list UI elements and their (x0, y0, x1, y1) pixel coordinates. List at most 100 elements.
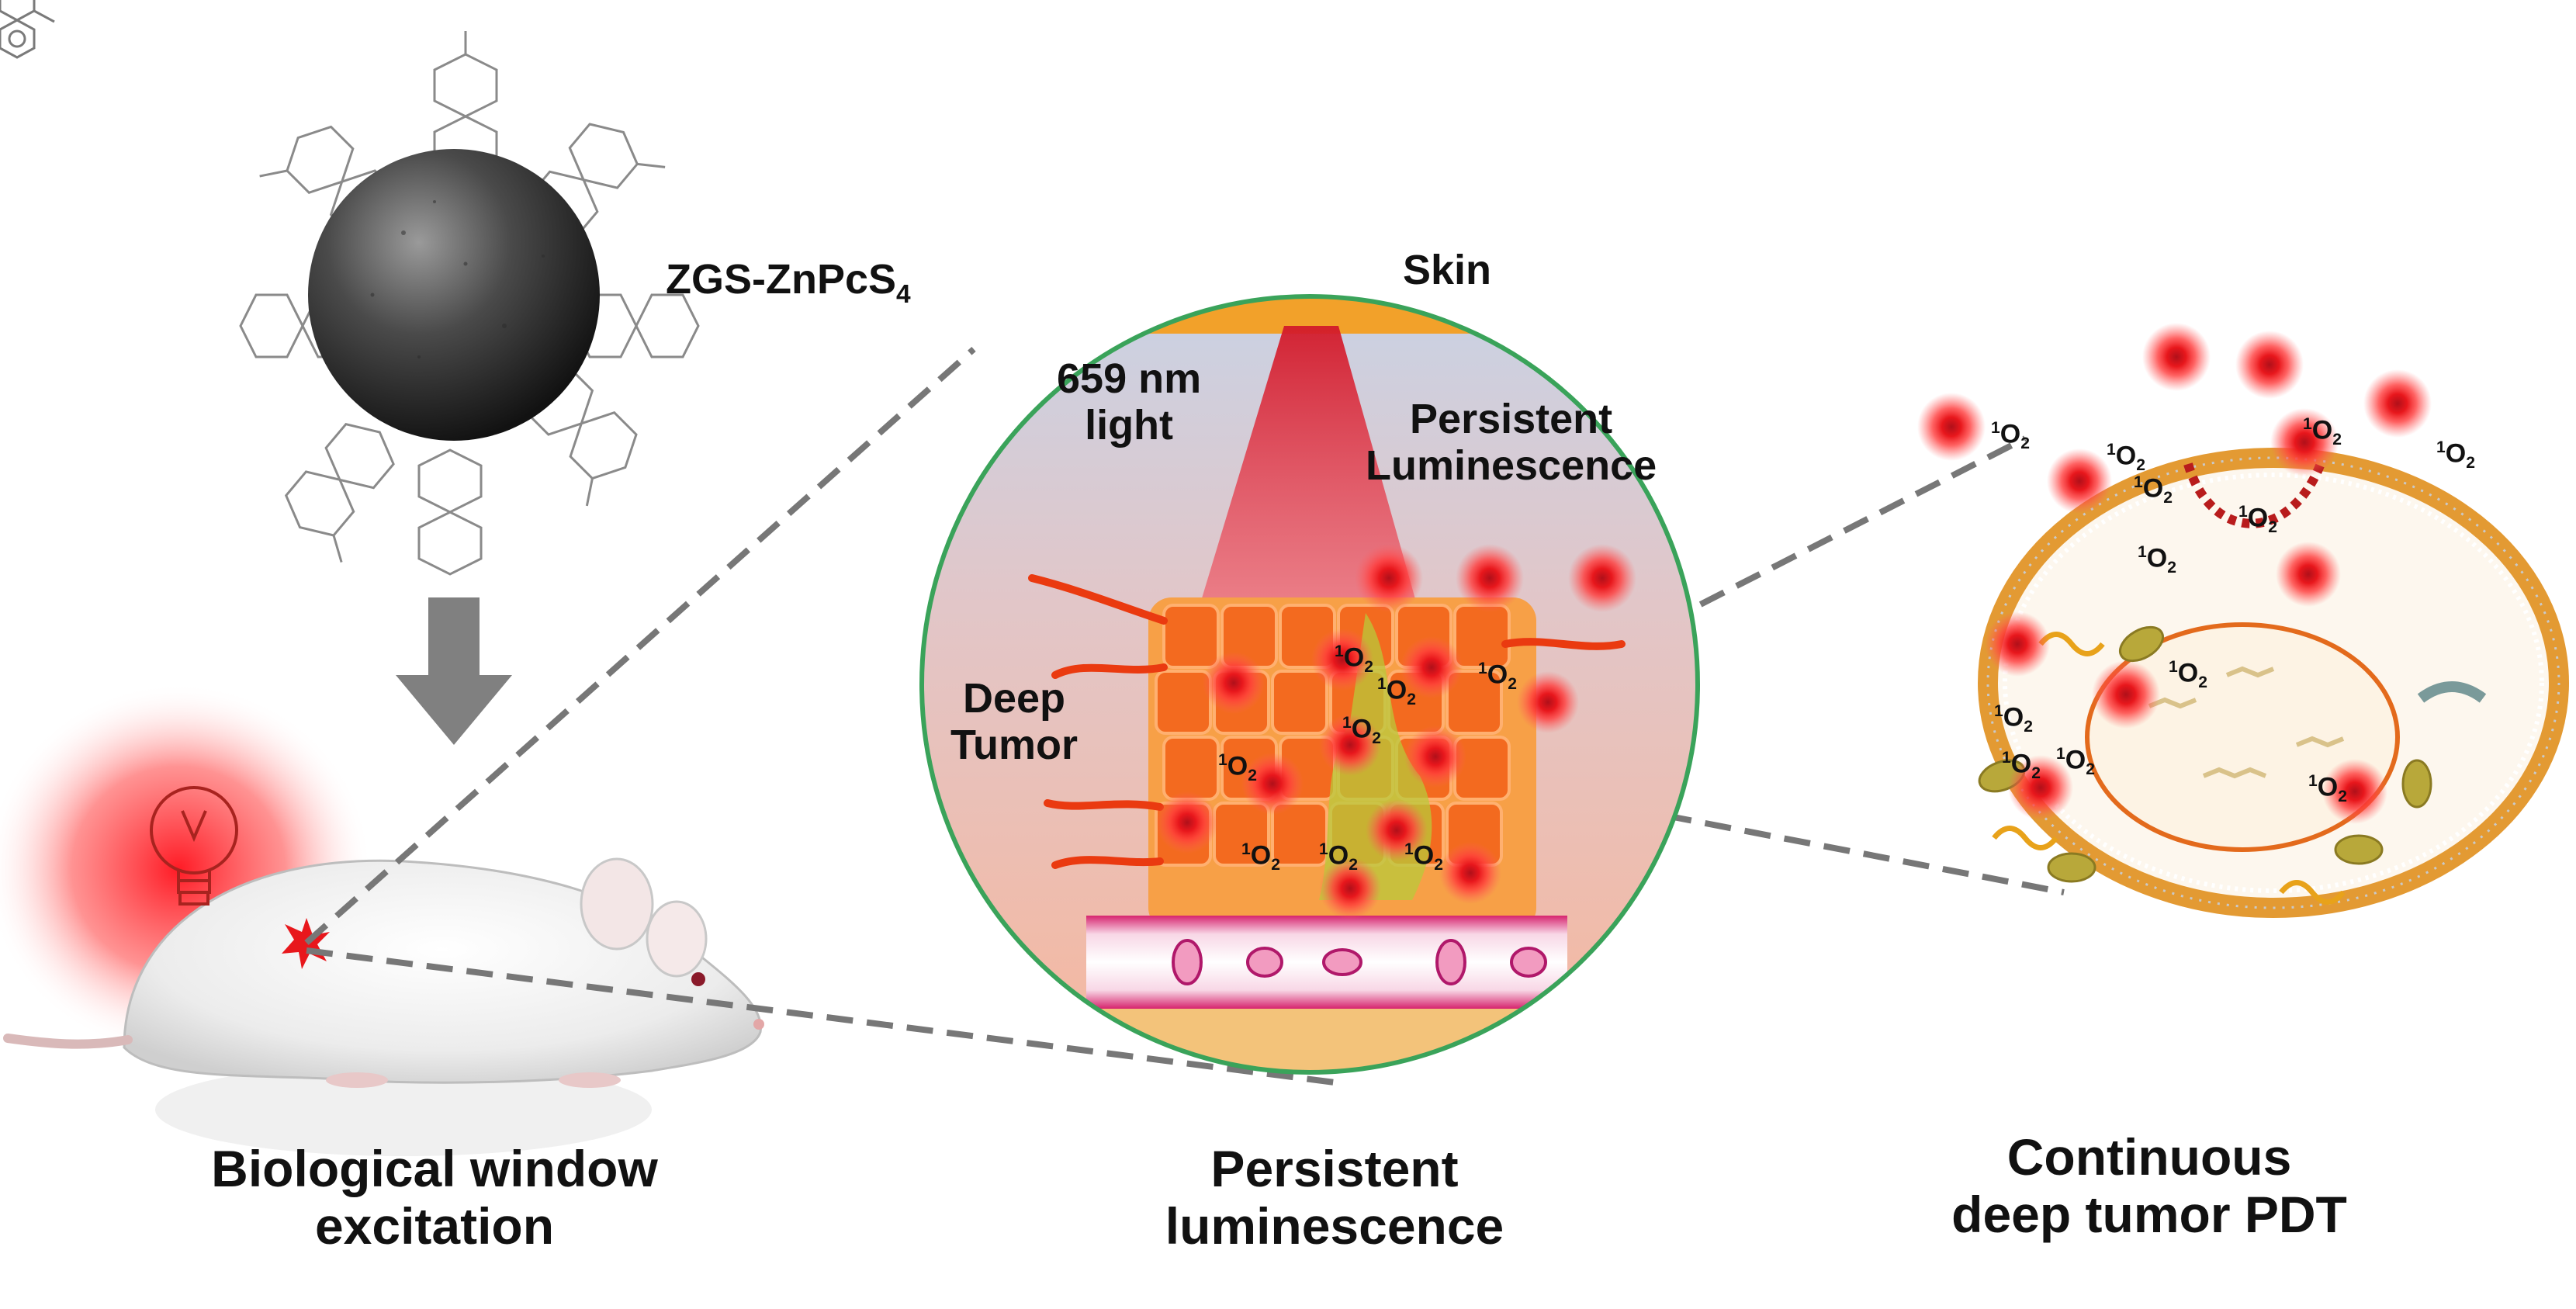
singlet-oxygen-sup: 1 (1335, 642, 1344, 660)
persistent-label-line2: Luminescence (1366, 442, 1657, 490)
singlet-oxygen-base: O (2000, 419, 2021, 449)
singlet-oxygen-sub: 2 (2163, 489, 2173, 507)
singlet-oxygen-sub: 2 (1349, 856, 1358, 874)
singlet-oxygen-sup: 1 (1991, 419, 2000, 437)
nanoparticle-ligands (0, 0, 55, 59)
singlet-oxygen-label: 1O2 (1994, 702, 2033, 736)
singlet-oxygen-sup: 1 (1218, 751, 1227, 769)
singlet-oxygen-sup: 1 (2308, 772, 2318, 790)
singlet-oxygen-sub: 2 (2332, 431, 2342, 449)
nanoparticle-label-text: ZGS-ZnPcS (666, 256, 897, 303)
singlet-oxygen-sup: 1 (1319, 840, 1328, 858)
singlet-oxygen-base: O (2445, 438, 2467, 469)
singlet-oxygen-sup: 1 (2056, 745, 2065, 763)
singlet-oxygen-base: O (2317, 772, 2339, 802)
singlet-oxygen-sub: 2 (2136, 456, 2145, 475)
singlet-oxygen-base: O (2311, 415, 2333, 445)
singlet-oxygen-sub: 2 (1364, 658, 1373, 677)
caption-excitation-line1: Biological window (211, 1140, 658, 1197)
singlet-oxygen-label: 1O2 (2308, 772, 2347, 806)
singlet-oxygen-label: 1O2 (1342, 714, 1381, 748)
singlet-oxygen-label: 1O2 (1377, 675, 1416, 709)
singlet-oxygen-label: 1O2 (2107, 441, 2145, 475)
singlet-oxygen-label: 1O2 (2238, 503, 2277, 537)
light-label: 659 nm light (1057, 355, 1201, 449)
singlet-oxygen-sub: 2 (2198, 674, 2207, 692)
persistent-label-line1: Persistent (1410, 396, 1613, 442)
singlet-oxygen-label: 1O2 (1991, 419, 2030, 453)
luminescent-particles-tissue (1156, 544, 1636, 919)
singlet-oxygen-base: O (1487, 660, 1508, 690)
singlet-oxygen-label: 1O2 (2303, 415, 2342, 449)
singlet-oxygen-base: O (2065, 745, 2086, 775)
singlet-oxygen-sup: 1 (2107, 441, 2116, 459)
singlet-oxygen-sub: 2 (2268, 518, 2277, 537)
caption-pdt: Continuous deep tumor PDT (1951, 1128, 2347, 1244)
caption-excitation-line2: excitation (314, 1196, 555, 1255)
singlet-oxygen-base: O (2003, 702, 2024, 732)
singlet-oxygen-sub: 2 (1271, 856, 1280, 874)
singlet-oxygen-sup: 1 (2134, 473, 2143, 491)
singlet-oxygen-sup: 1 (1241, 840, 1251, 858)
light-label-line2: light (1085, 402, 1174, 449)
deep-tumor-label: Deep Tumor (950, 675, 1078, 769)
singlet-oxygen-sub: 2 (1434, 856, 1443, 874)
singlet-oxygen-sup: 1 (1478, 660, 1487, 677)
down-arrow (396, 597, 512, 745)
singlet-oxygen-label: 1O2 (1335, 642, 1373, 677)
singlet-oxygen-sub: 2 (1372, 729, 1381, 748)
caption-excitation: Biological window excitation (211, 1140, 658, 1255)
singlet-oxygen-base: O (2115, 441, 2137, 471)
singlet-oxygen-label: 1O2 (1218, 751, 1257, 785)
singlet-oxygen-base: O (1250, 840, 1272, 871)
singlet-oxygen-sup: 1 (2002, 749, 2011, 767)
singlet-oxygen-sub: 2 (1407, 691, 1416, 709)
luminescent-particles-cell (1917, 323, 2432, 824)
singlet-oxygen-label: 1O2 (2002, 749, 2041, 783)
singlet-oxygen-label: 1O2 (2056, 745, 2095, 779)
singlet-oxygen-sub: 2 (2167, 559, 2176, 577)
singlet-oxygen-label: 1O2 (2169, 658, 2207, 692)
singlet-oxygen-sup: 1 (1404, 840, 1414, 858)
deep-label-line1: Deep (962, 675, 1066, 722)
singlet-oxygen-sup: 1 (2303, 415, 2312, 433)
singlet-oxygen-sup: 1 (2138, 543, 2147, 561)
skin-label: Skin (1403, 247, 1492, 293)
singlet-oxygen-base: O (1227, 751, 1248, 781)
singlet-oxygen-base: O (1343, 642, 1365, 673)
nanoparticle-label-subscript: 4 (896, 279, 911, 309)
caption-pdt-line1: Continuous (2006, 1128, 2292, 1186)
singlet-oxygen-label: 1O2 (2436, 438, 2475, 473)
singlet-oxygen-base: O (2247, 503, 2269, 533)
singlet-oxygen-sup: 1 (1377, 675, 1387, 693)
singlet-oxygen-base: O (1328, 840, 1349, 871)
caption-luminescence-line2: luminescence (1165, 1196, 1504, 1255)
singlet-oxygen-sub: 2 (2031, 764, 2041, 783)
singlet-oxygen-sub: 2 (2024, 718, 2033, 736)
persistent-luminescence-label: Persistent Luminescence (1366, 396, 1657, 490)
singlet-oxygen-sup: 1 (2169, 658, 2178, 676)
singlet-oxygen-base: O (2177, 658, 2199, 688)
singlet-oxygen-label: 1O2 (1241, 840, 1280, 874)
singlet-oxygen-base: O (1351, 714, 1373, 744)
singlet-oxygen-sub: 2 (1508, 675, 1517, 694)
singlet-oxygen-base: O (2010, 749, 2032, 779)
singlet-oxygen-sub: 2 (2338, 788, 2347, 806)
singlet-oxygen-sup: 1 (1342, 714, 1352, 732)
mouse-scene (0, 683, 764, 1156)
singlet-oxygen-base: O (2146, 543, 2168, 573)
nanoparticle (239, 31, 700, 576)
light-label-line1: 659 nm (1057, 355, 1202, 402)
singlet-oxygen-label: 1O2 (2134, 473, 2173, 507)
nanoparticle-label: ZGS-ZnPcS4 (666, 256, 911, 309)
singlet-oxygen-label: 1O2 (1404, 840, 1443, 874)
tumor-cell (1917, 323, 2569, 918)
singlet-oxygen-sub: 2 (2466, 454, 2475, 473)
singlet-oxygen-sup: 1 (2436, 438, 2446, 456)
caption-luminescence: Persistent luminescence (1165, 1140, 1504, 1255)
singlet-oxygen-sub: 2 (1248, 767, 1257, 785)
singlet-oxygen-label: 1O2 (1478, 660, 1517, 694)
deep-label-line2: Tumor (950, 722, 1078, 769)
